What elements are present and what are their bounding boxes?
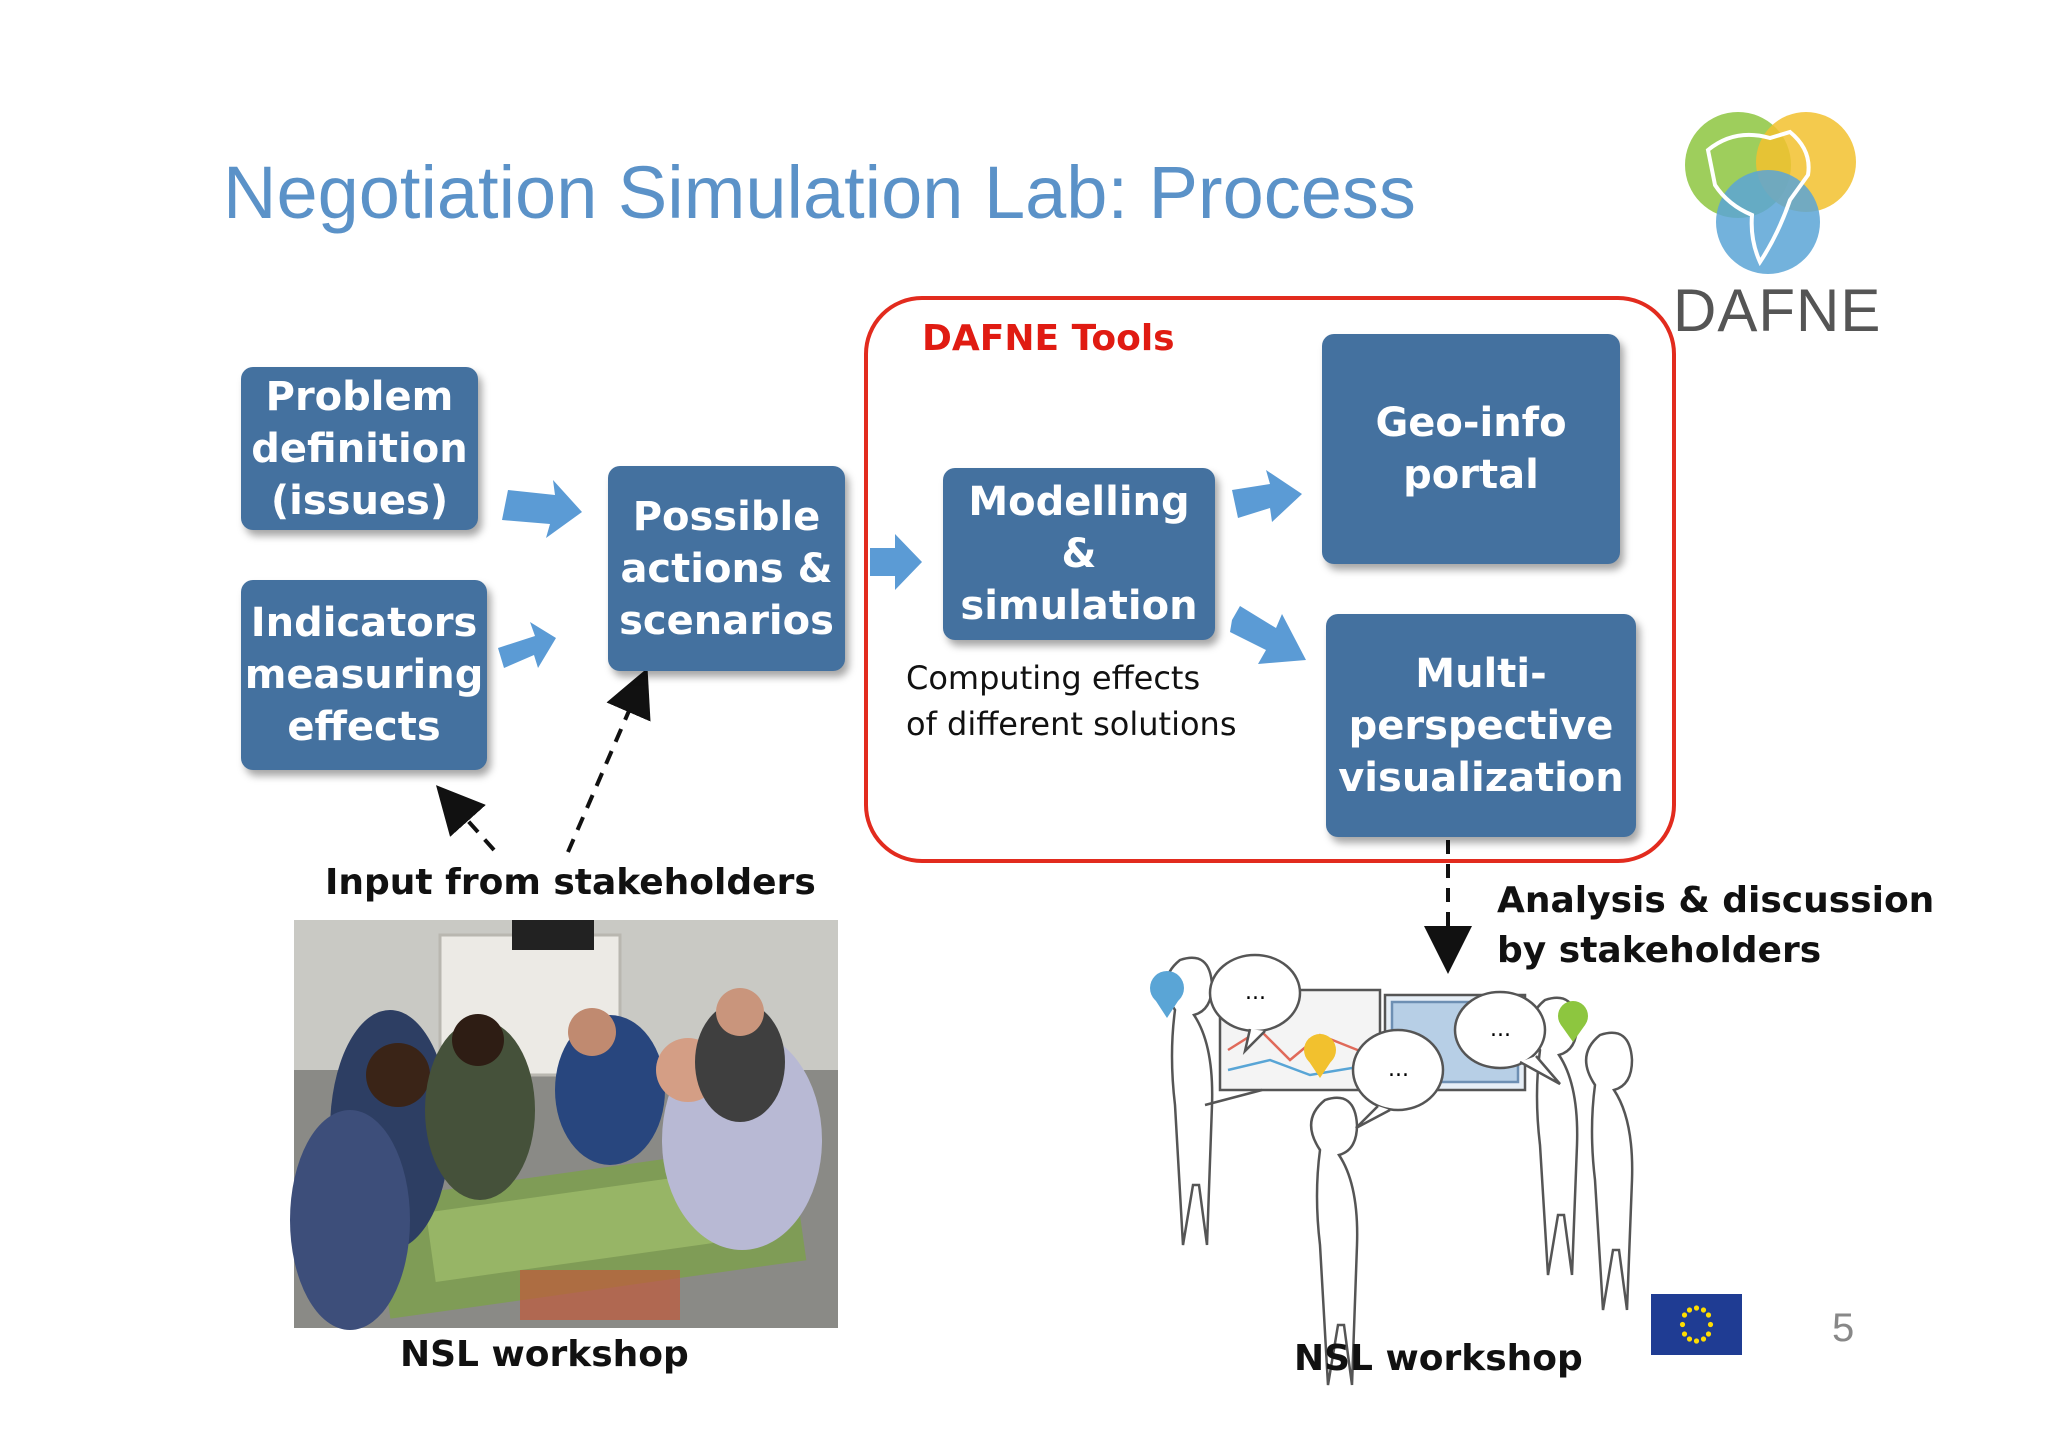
arrow-problem-to-actions	[502, 480, 582, 538]
indicators-label: Indicators measuring effects	[244, 600, 484, 750]
speech-bubble-text: ...	[1490, 1017, 1511, 1042]
computing-effects-note: Computing effects of different solutions	[906, 659, 1237, 743]
arrow-indicators-to-actions	[498, 622, 556, 668]
workshop-photo	[290, 920, 838, 1330]
geo-info-box: Geo-info portal	[1322, 334, 1620, 564]
dashed-arrow-to-indicators	[436, 785, 496, 852]
blue-pin-icon	[1150, 971, 1184, 1018]
sketch-caption: NSL workshop	[1294, 1338, 1583, 1379]
analysis-caption: Analysis & discussion by stakeholders	[1497, 880, 1935, 971]
yellow-pin-icon	[1304, 1034, 1336, 1078]
green-pin-icon	[1558, 1001, 1588, 1042]
dashed-arrow-to-actions	[566, 667, 651, 853]
speech-bubble-text: ...	[1245, 980, 1266, 1005]
geo-info-label: Geo-info portal	[1375, 400, 1567, 498]
dafne-logo	[1685, 112, 1856, 274]
problem-definition-box: Problem definition (issues)	[241, 367, 478, 530]
arrow-modelling-to-geo	[1232, 470, 1302, 522]
possible-actions-box: Possible actions & scenarios	[608, 466, 845, 671]
dafne-tools-frame	[864, 296, 1676, 863]
input-caption: Input from stakeholders	[325, 862, 816, 903]
speech-bubble-text: ...	[1388, 1057, 1409, 1082]
arrow-modelling-to-visualization	[1230, 606, 1306, 664]
visualization-label: Multi- perspective visualization	[1338, 650, 1624, 801]
modelling-box: Modelling & simulation	[943, 468, 1215, 640]
visualization-box: Multi- perspective visualization	[1326, 614, 1636, 837]
page-title: Negotiation Simulation Lab: Process	[223, 151, 1416, 234]
stakeholder-sketch	[1165, 953, 1634, 1386]
photo-caption: NSL workshop	[400, 1334, 689, 1375]
page-number: 5	[1832, 1306, 1855, 1350]
arrow-actions-to-modelling	[870, 534, 922, 590]
indicators-box: Indicators measuring effects	[241, 580, 487, 770]
modelling-label: Modelling & simulation	[960, 479, 1198, 629]
dafne-logo-text: DAFNE	[1673, 277, 1882, 344]
eu-flag-icon	[1651, 1294, 1742, 1355]
problem-definition-label: Problem definition (issues)	[251, 373, 468, 524]
dafne-tools-label: DAFNE Tools	[922, 318, 1175, 359]
possible-actions-label: Possible actions & scenarios	[619, 493, 834, 644]
